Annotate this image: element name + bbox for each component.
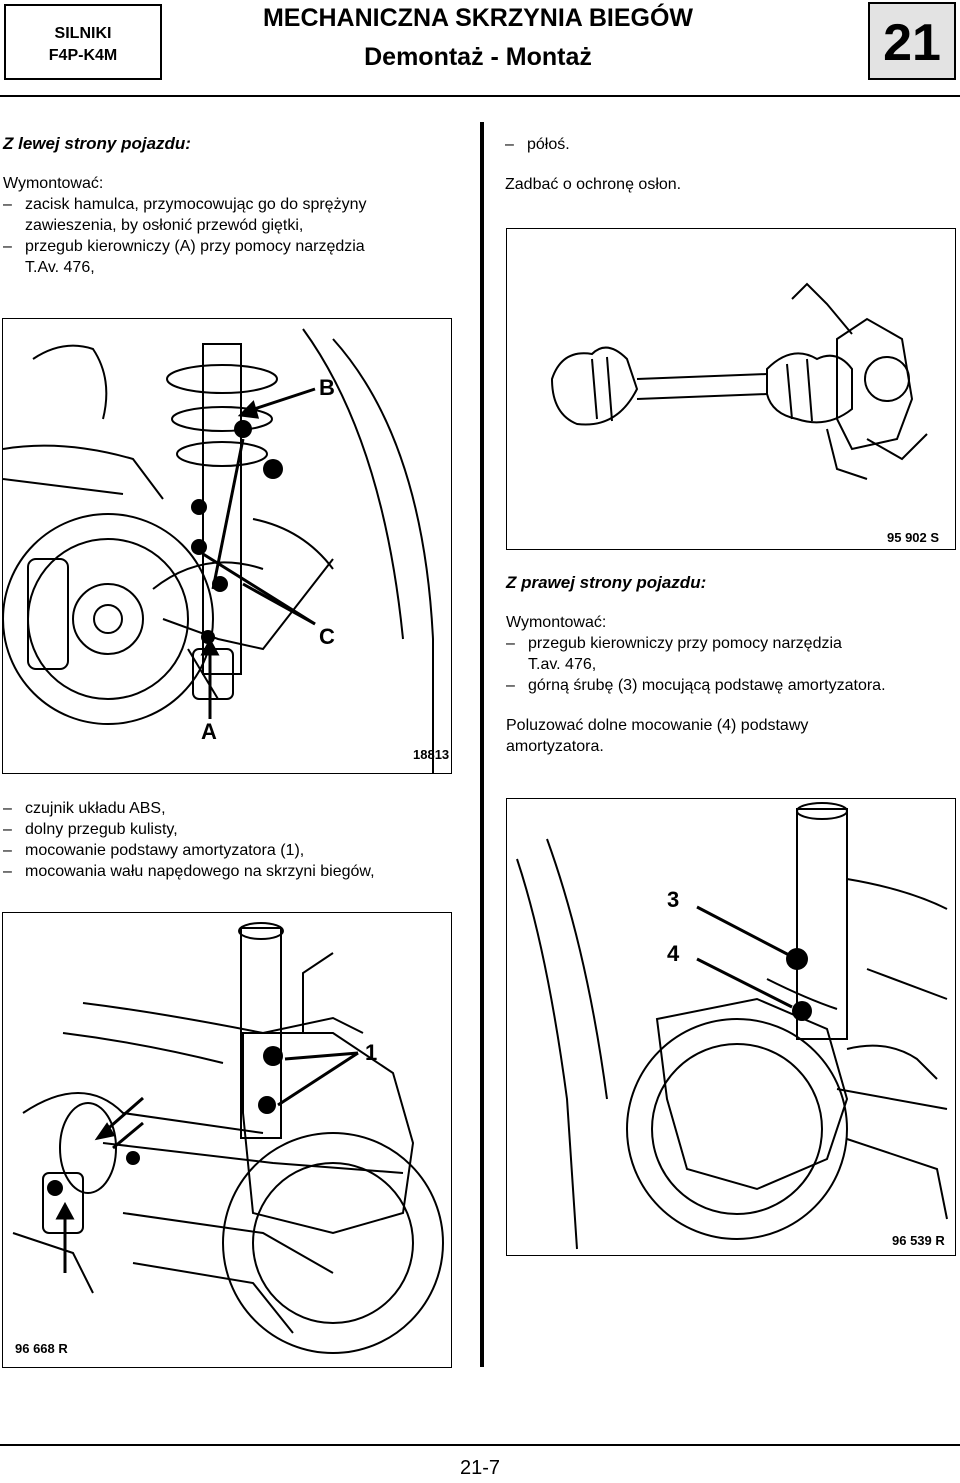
page-subtitle: Demontaż - Montaż	[364, 43, 592, 71]
right-item0: –półoś.	[505, 136, 570, 153]
right-item: –przegub kierowniczy przy pomocy narzędz…	[506, 635, 842, 652]
fig3-code: 96 668 R	[15, 1341, 68, 1356]
right-item-text: przegub kierowniczy przy pomocy narzędzi…	[528, 635, 842, 652]
fig3-label-1: 1	[365, 1040, 377, 1065]
page-title: MECHANICZNA SKRZYNIA BIEGÓW	[262, 4, 694, 32]
left-item: zawieszenia, by osłonić przewód giętki,	[3, 215, 473, 236]
left-item2: –dolny przegub kulisty,	[3, 821, 178, 838]
right-item0-text: półoś.	[527, 136, 570, 153]
left-text-block-2: –czujnik układu ABS, –dolny przegub kuli…	[3, 798, 473, 882]
figure-driveshaft: 95 902 S	[506, 228, 956, 550]
engine-line1: SILNIKI	[54, 25, 112, 42]
figure-shock-absorber-right: 3 4 96 539 R	[506, 798, 956, 1256]
fig1-drawing: B C A 18813	[3, 328, 449, 773]
left-text-block: Z lewej strony pojazdu: Wymontować: –zac…	[3, 134, 473, 278]
left-item2-text: czujnik układu ABS,	[25, 800, 166, 817]
figure-shock-absorber-mount: 1 96 668 R	[2, 912, 452, 1368]
right-loosen-2: amortyzatora.	[506, 738, 604, 755]
right-remove-label: Wymontować:	[506, 614, 607, 631]
left-item-text: zawieszenia, by osłonić przewód giętki,	[25, 217, 304, 234]
right-text-block-2: Z prawej strony pojazdu: Wymontować: –pr…	[506, 573, 956, 757]
left-remove-label: Wymontować:	[3, 175, 104, 192]
right-item-text: T.av. 476,	[528, 656, 597, 673]
fig1-label-b: B	[319, 375, 335, 400]
fig2-drawing: 95 902 S	[550, 282, 939, 545]
column-divider	[480, 122, 484, 1367]
figure-steering-knuckle-left: B C A 18813	[2, 318, 452, 774]
fig4-code: 96 539 R	[892, 1233, 945, 1248]
left-item2-text: dolny przegub kulisty,	[25, 821, 178, 838]
fig4-label-4: 4	[667, 941, 680, 966]
left-item-text: przegub kierowniczy (A) przy pomocy narz…	[25, 238, 365, 255]
fig4-label-3: 3	[667, 887, 679, 912]
left-item: –przegub kierowniczy (A) przy pomocy nar…	[3, 238, 365, 255]
right-heading: Z prawej strony pojazdu:	[506, 573, 707, 592]
left-item2: –mocowania wału napędowego na skrzyni bi…	[3, 863, 375, 880]
fig2-code: 95 902 S	[887, 530, 939, 545]
right-note: Zadbać o ochronę osłon.	[505, 176, 682, 193]
right-text-block: –półoś. Zadbać o ochronę osłon.	[505, 134, 955, 195]
engine-box: SILNIKI F4P-K4M	[4, 4, 162, 80]
right-item-text: górną śrubę (3) mocującą podstawę amorty…	[528, 677, 886, 694]
left-item2: –mocowanie podstawy amortyzatora (1),	[3, 842, 305, 859]
fig1-label-a: A	[201, 719, 217, 744]
section-number: 21	[868, 2, 956, 80]
left-item-text: T.Av. 476,	[25, 259, 95, 276]
footer-rule	[0, 1444, 960, 1446]
left-item-text: zacisk hamulca, przymocowując go do sprę…	[25, 196, 367, 213]
left-item: –zacisk hamulca, przymocowując go do spr…	[3, 196, 367, 213]
right-item: T.av. 476,	[506, 654, 956, 675]
fig1-label-c: C	[319, 624, 335, 649]
left-item2-text: mocowania wału napędowego na skrzyni bie…	[25, 863, 375, 880]
fig4-drawing: 3 4 96 539 R	[516, 802, 948, 1250]
right-loosen: Poluzować dolne mocowanie (4) podstawy	[506, 717, 809, 734]
fig1-code: 18813	[413, 747, 449, 762]
right-item: –górną śrubę (3) mocującą podstawę amort…	[506, 677, 886, 694]
left-heading: Z lewej strony pojazdu:	[3, 134, 191, 153]
header-rule	[0, 95, 960, 97]
left-item: T.Av. 476,	[3, 257, 473, 278]
page-number: 21-7	[459, 1457, 501, 1479]
left-item2: –czujnik układu ABS,	[3, 800, 166, 817]
fig3-drawing: 1 96 668 R	[12, 922, 444, 1356]
engine-line2: F4P-K4M	[48, 47, 118, 64]
left-item2-text: mocowanie podstawy amortyzatora (1),	[25, 842, 305, 859]
